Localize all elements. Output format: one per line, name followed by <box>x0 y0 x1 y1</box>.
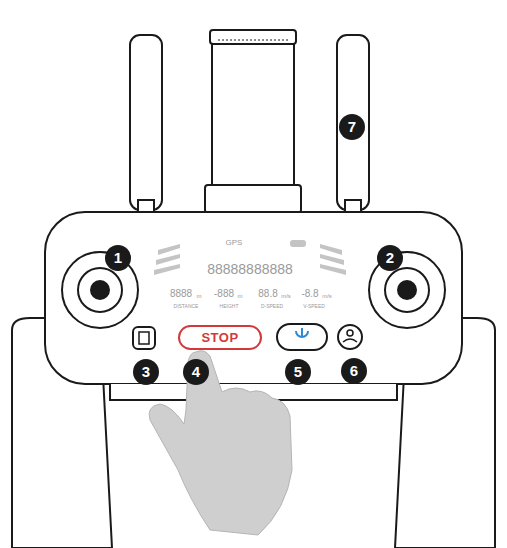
callout-number: 1 <box>105 245 131 271</box>
pointing-hand <box>149 351 292 535</box>
button-label: STOP <box>201 331 238 344</box>
lcd-readout: -8.8 <box>301 289 318 299</box>
lcd-readout: 88.8 <box>258 289 277 299</box>
callout-number: 4 <box>183 359 209 385</box>
flip-button <box>338 325 362 349</box>
phone-holder <box>212 44 294 192</box>
left-stick-cap <box>91 281 109 299</box>
lcd-readout: m <box>197 293 202 299</box>
lcd-readout: D-SPEED <box>261 304 283 309</box>
callout-number: 2 <box>377 245 403 271</box>
right-stick-cap <box>398 281 416 299</box>
left-stick <box>78 268 122 312</box>
controller-body <box>45 212 462 384</box>
left-antenna <box>130 35 162 210</box>
right-stick <box>385 268 429 312</box>
stop-button: STOP <box>178 325 262 350</box>
callout-number: 7 <box>339 114 365 140</box>
return-button <box>133 327 155 349</box>
lcd-readout: DISTANCE <box>174 304 199 309</box>
callout-number: 6 <box>341 358 367 384</box>
lcd-readout: 8888 <box>170 289 192 299</box>
power-button <box>277 324 327 350</box>
phone-clamp <box>210 30 296 44</box>
callout-number: 5 <box>285 359 311 385</box>
callout-number: 3 <box>133 359 159 385</box>
holder-base <box>205 185 301 213</box>
lcd-readout: 88888888888 <box>207 262 293 276</box>
right-antenna <box>337 35 369 210</box>
lcd-readout: m/s <box>281 293 291 299</box>
lcd-readout: m <box>238 293 243 299</box>
lcd-readout: HEIGHT <box>220 304 239 309</box>
lcd-readout: GPS <box>226 239 243 247</box>
lcd-readout: -888 <box>214 289 234 299</box>
lcd-readout: m/s <box>322 293 332 299</box>
lcd-readout: V-SPEED <box>303 304 325 309</box>
